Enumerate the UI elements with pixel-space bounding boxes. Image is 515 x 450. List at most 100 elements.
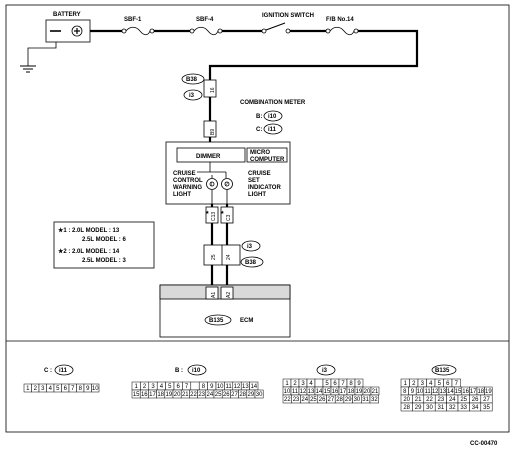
- connector-pin-number: 1: [26, 386, 30, 392]
- connector-pin-number: 27: [328, 397, 335, 403]
- cruise-set-label: CRUISE SET INDICATOR LIGHT: [248, 171, 281, 198]
- connector-pin-number: 23: [293, 397, 300, 403]
- connector-pin-number: 32: [371, 397, 378, 403]
- connector-pin-number: 28: [403, 405, 410, 411]
- connector-pin-number: 24: [207, 392, 214, 398]
- connector-pin-cell: [314, 378, 324, 388]
- connector-pin-number: 24: [449, 397, 456, 403]
- svg-text:i10: i10: [192, 368, 201, 374]
- connector-pin-number: 8: [349, 381, 353, 387]
- connector-pin-number: 17: [340, 389, 347, 395]
- connector-pin-number: 13: [439, 389, 446, 395]
- connector-pin-number: 16: [141, 392, 148, 398]
- battery-plus-icon: [71, 25, 83, 37]
- svg-text:CRUISE: CRUISE: [248, 171, 271, 177]
- connector-pin-number: 29: [415, 405, 422, 411]
- connector-pin-number: 6: [177, 384, 181, 390]
- fb-no14-label: F/B No.14: [326, 17, 354, 23]
- b38-tag: B38: [181, 73, 205, 85]
- connector-pin-number: 29: [345, 397, 352, 403]
- svg-text:B38: B38: [245, 260, 257, 266]
- connector-pin-number: 11: [225, 384, 232, 390]
- svg-text:i3: i3: [189, 93, 195, 99]
- connector-pin-cell: [369, 394, 379, 404]
- svg-text:CONTROL: CONTROL: [173, 178, 203, 184]
- connector-pin-number: 4: [49, 386, 53, 392]
- ground-wire: [27, 42, 57, 66]
- connector-pin-number: 9: [357, 381, 361, 387]
- connector-pin-number: 2: [412, 381, 416, 387]
- cruise-set-lamp-icon: 2: [221, 178, 233, 190]
- connector-pin-number: 5: [325, 381, 329, 387]
- svg-text:B38: B38: [186, 77, 198, 83]
- connector-pin-number: 5: [56, 386, 60, 392]
- connector-pin-number: 8: [403, 389, 407, 395]
- connector-pin-number: 35: [483, 405, 490, 411]
- connector-pin-number: 21: [182, 392, 189, 398]
- connector-pin-number: 20: [403, 397, 410, 403]
- micro-computer-box: [246, 147, 288, 163]
- svg-text:1: 1: [210, 182, 213, 188]
- svg-text:LIGHT: LIGHT: [173, 192, 191, 198]
- connector-pin-number: 19: [166, 392, 173, 398]
- connector-pin-number: 26: [223, 392, 230, 398]
- connector-pin-number: 5: [168, 384, 172, 390]
- connector-pin-number: 10: [217, 384, 224, 390]
- connector-pin-number: 28: [239, 392, 246, 398]
- svg-text:2: 2: [225, 182, 228, 188]
- connector-pin-number: 23: [198, 392, 205, 398]
- connector-pin-number: 31: [362, 397, 369, 403]
- connector-pin-number: 3: [421, 381, 425, 387]
- connector-pin-number: 10: [92, 386, 99, 392]
- connector-pin-number: 32: [449, 405, 456, 411]
- svg-text:SET: SET: [248, 178, 260, 184]
- svg-text:i3: i3: [247, 244, 253, 250]
- svg-text:i10: i10: [268, 114, 277, 120]
- sbf1-fuse-icon: [121, 26, 155, 36]
- connector-pin-number: 21: [415, 397, 422, 403]
- connector-pin-number: 12: [234, 384, 241, 390]
- connector-pin-number: 8: [79, 386, 83, 392]
- connector-pin-number: 1: [135, 384, 139, 390]
- fb-fuse-icon: [325, 26, 359, 36]
- legend-c-prefix: C :: [44, 368, 52, 374]
- svg-text:B135: B135: [209, 318, 224, 324]
- svg-text:B135: B135: [435, 368, 450, 374]
- svg-text:i3: i3: [322, 368, 328, 374]
- b135-tag: B135: [204, 314, 232, 326]
- connector-pin-number: 13: [242, 384, 249, 390]
- connector-pin-number: 11: [424, 389, 431, 395]
- micro-label-1: MICRO: [250, 150, 270, 156]
- connector-a2: [220, 286, 234, 300]
- i3-tag-top: i3: [183, 89, 203, 101]
- connector-pin-number: 3: [301, 381, 305, 387]
- connector-pin-number: 26: [319, 397, 326, 403]
- dimmer-label: DIMMER: [196, 154, 221, 160]
- connector-pin-number: 14: [447, 389, 454, 395]
- ignition-feed-wire: [208, 29, 419, 80]
- legend-i10-tag: i10: [187, 364, 207, 376]
- connector-pin-number: 17: [470, 389, 477, 395]
- diagram-code: CC-00470: [470, 441, 498, 447]
- connector-pin-number: 14: [316, 389, 323, 395]
- micro-label-2: COMPUTER: [250, 157, 285, 163]
- connector-pin-number: 28: [336, 397, 343, 403]
- pin-c3-label: C3: [226, 214, 232, 221]
- connector-pin-number: 19: [485, 389, 492, 395]
- svg-text:i11: i11: [268, 127, 277, 133]
- combination-meter-label: COMBINATION METER: [240, 100, 306, 106]
- connector-pin-number: 16: [462, 389, 469, 395]
- connector-pin-number: 25: [215, 392, 222, 398]
- connector-pin-number: 2: [34, 386, 38, 392]
- connector-pin-number: 24: [301, 397, 308, 403]
- svg-text:INDICATOR: INDICATOR: [248, 185, 281, 191]
- pin-16-label: 16: [210, 87, 216, 93]
- svg-text:LIGHT: LIGHT: [248, 192, 266, 198]
- sbf1-label: SBF-1: [124, 17, 142, 23]
- connector-pin-number: 3: [151, 384, 155, 390]
- connector-pin-number: 31: [438, 405, 445, 411]
- meter-b-prefix: B:: [256, 114, 262, 120]
- connector-pin-number: 25: [460, 397, 467, 403]
- pin-25-label: 25: [211, 254, 217, 260]
